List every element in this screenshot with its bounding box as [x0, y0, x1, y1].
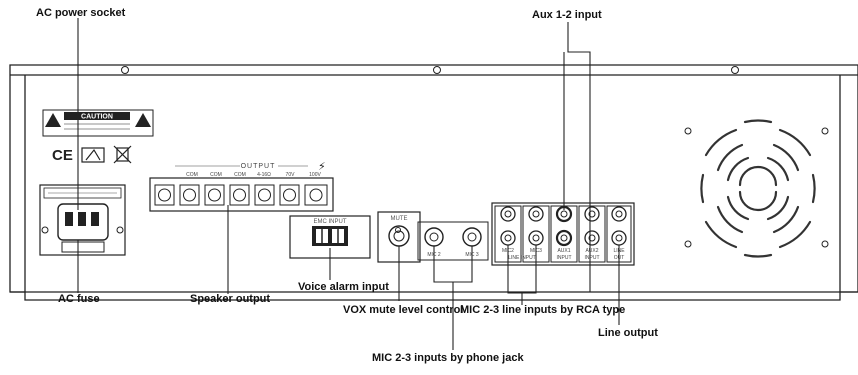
terminal-label: 100V	[309, 172, 321, 178]
callout-mic-phone: MIC 2-3 inputs by phone jack	[372, 352, 524, 364]
callout-ac-fuse: AC fuse	[58, 293, 100, 305]
fan-grille	[700, 119, 816, 258]
certification-marks: CE	[52, 145, 132, 164]
weee-bin-icon	[113, 145, 132, 164]
caution-label: CAUTION	[42, 109, 154, 137]
callout-line-output: Line output	[598, 327, 658, 339]
lightning-icon: ⚡	[318, 161, 326, 173]
rca-sublabel: LINE INPUT	[508, 255, 536, 261]
rohs-icon	[81, 147, 105, 163]
emc-input-label: EMC INPUT	[314, 219, 347, 225]
warning-triangle-icon	[135, 113, 151, 127]
rca-sublabel: INPUT	[585, 255, 600, 261]
mute-label: MUTE	[391, 216, 408, 222]
callout-ac-power-socket: AC power socket	[36, 7, 126, 19]
warning-triangle-icon	[45, 113, 61, 127]
ac-power-socket	[39, 184, 126, 256]
terminal-screws	[154, 184, 328, 206]
rca-label: AUX1	[557, 248, 570, 254]
callout-mic-rca: MIC 2-3 line inputs by RCA type	[460, 304, 625, 316]
chassis	[9, 64, 858, 301]
callout-aux-input: Aux 1-2 input	[532, 9, 602, 21]
fuse-holder	[61, 241, 105, 253]
top-screws	[121, 66, 739, 74]
ce-mark: CE	[52, 147, 73, 164]
rca-sublabel: INPUT	[557, 255, 572, 261]
callout-vox-mute: VOX mute level control	[343, 304, 463, 316]
speaker-output-block: OUTPUT ⚡ COM COM COM 4-16Ω 70V 100V	[149, 161, 334, 212]
terminal-label: 70V	[286, 172, 296, 178]
rca-panel: MIC2 MIC3 AUX1 AUX2 LINE LINE INPUT INPU…	[491, 202, 635, 266]
terminal-label: COM	[210, 172, 222, 178]
side-screws	[41, 127, 829, 248]
callouts: AC power socket Aux 1-2 input AC fuse Sp…	[36, 7, 658, 364]
rca-label: AUX2	[585, 248, 598, 254]
output-label: OUTPUT	[241, 163, 276, 170]
mic-phone-jacks: MIC 2 MIC 3	[417, 221, 489, 261]
terminal-labels: COM COM COM 4-16Ω 70V 100V	[186, 172, 321, 178]
terminal-label: COM	[234, 172, 246, 178]
caution-text: CAUTION	[81, 114, 113, 121]
leader-lines	[77, 18, 620, 350]
callout-speaker-output: Speaker output	[190, 293, 270, 305]
callout-voice-alarm-input: Voice alarm input	[298, 281, 389, 293]
terminal-label: 4-16Ω	[257, 172, 271, 178]
terminal-label: COM	[186, 172, 198, 178]
